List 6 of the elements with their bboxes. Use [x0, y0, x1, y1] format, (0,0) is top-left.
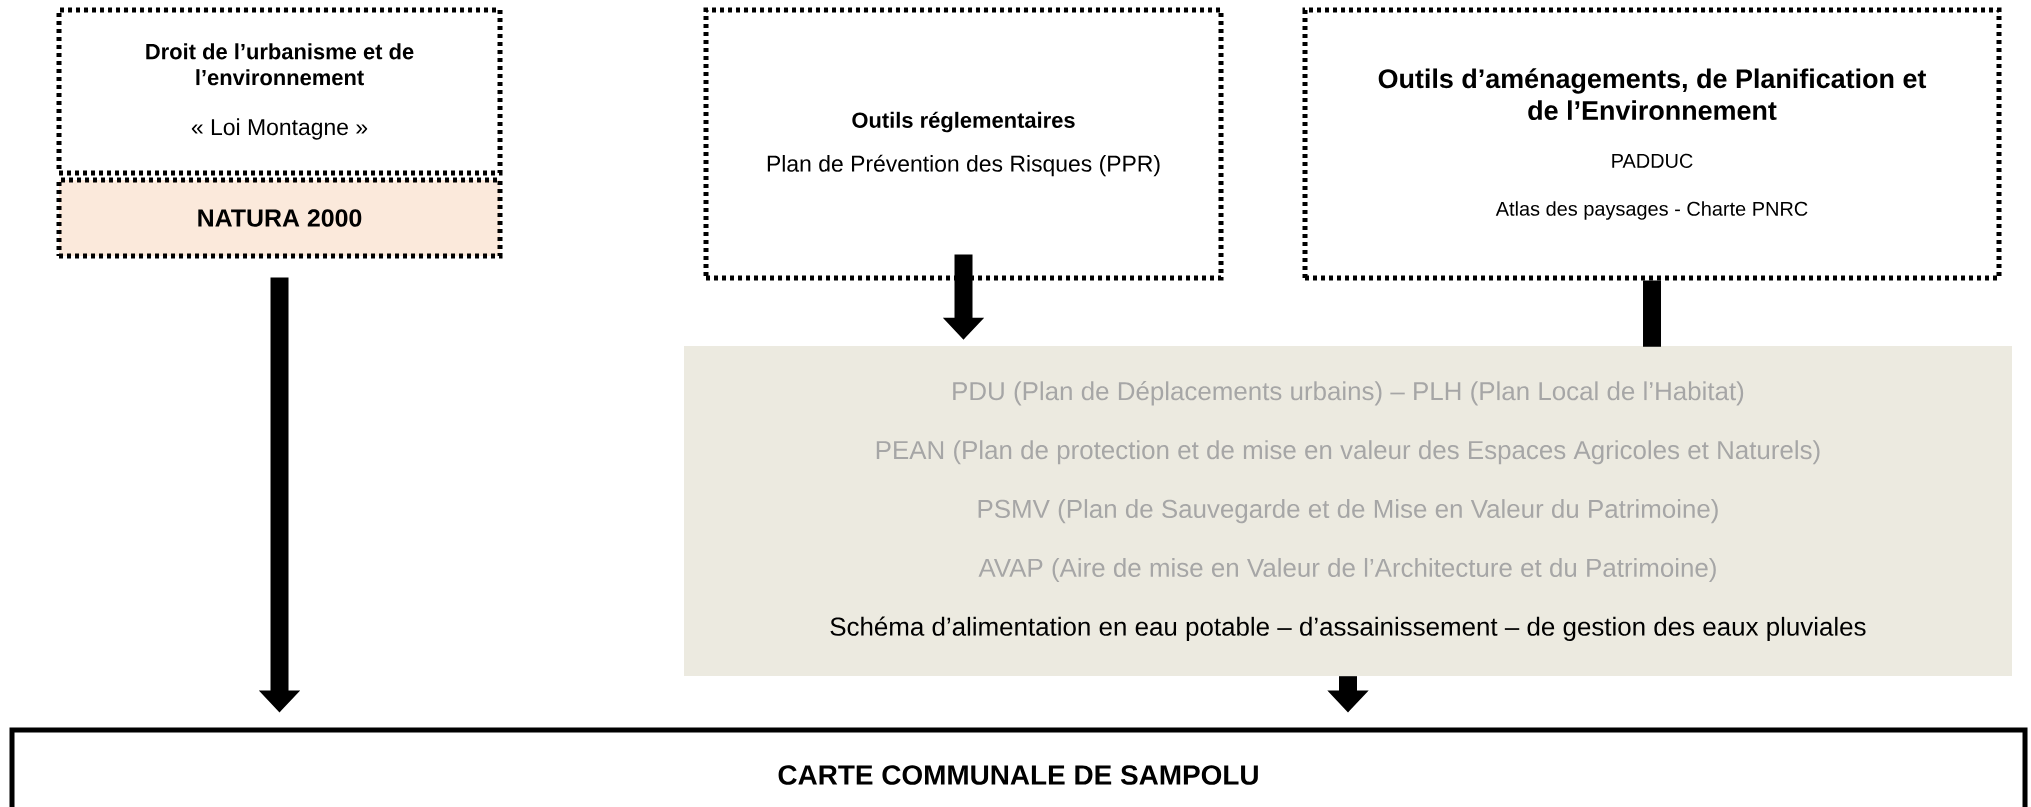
zone-box: NATURA 2000 — [56, 177, 503, 259]
plan-band: PDU (Plan de Déplacements urbains) – PLH (Plan Local de l’Habitat) PEAN (Plan de protection et de mise en valeur des Espaces Agricoles et Naturels) PSMV (Plan de Sauvegarde et de Mise en Valeur du Patrimoine) AVAP (Aire de mise en Valeur de l’Architecture et du Patrimoine) Schéma d’alimentation en eau potable – d’assainissement – de gestion des eaux pluviales — [684, 346, 2012, 676]
tool-box: Outils d’aménagements, de Planification et de l’Environnement PADDUC Atlas des paysages - Charte PNRC — [1302, 7, 2002, 281]
result-box: CARTE COMMUNALE DE SAMPOLU — [9, 727, 2028, 807]
connector-line — [1643, 280, 1661, 347]
tool-box: Outils réglementaires Plan de Prévention des Risques (PPR) — [703, 7, 1224, 281]
